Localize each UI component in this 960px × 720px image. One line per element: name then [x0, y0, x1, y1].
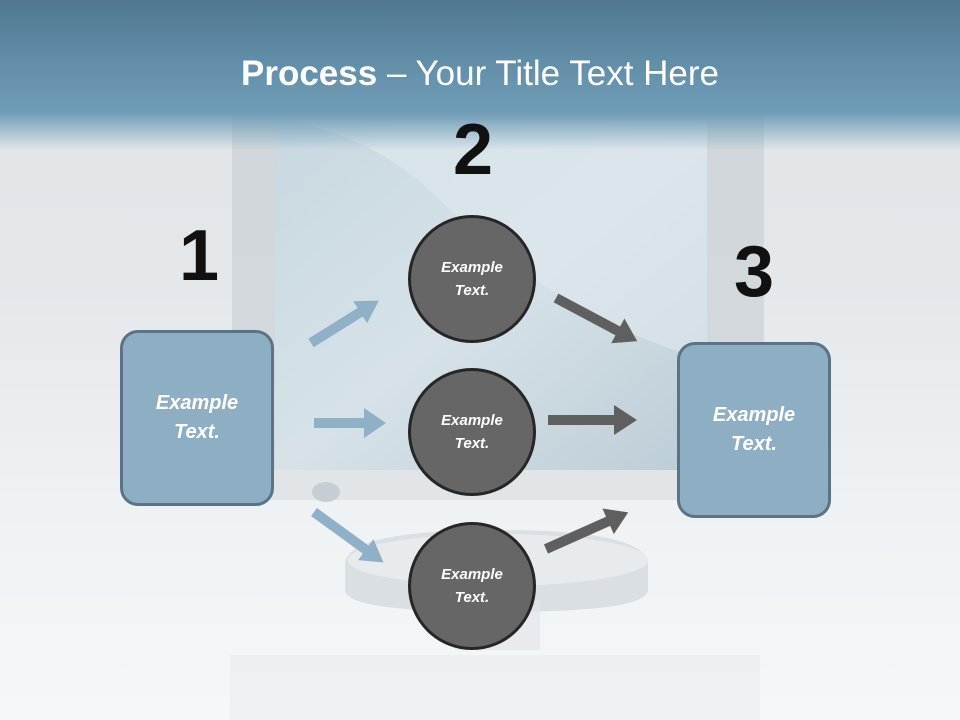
step-2-circle-bottom: Example Text.	[408, 522, 536, 650]
step-1-text: Example Text.	[155, 392, 239, 443]
step-3-box: Example Text.	[677, 342, 831, 518]
arrow-in-top	[308, 300, 379, 348]
step-2-circle-middle: Example Text.	[408, 368, 536, 496]
circle-bottom-text: Example Text.	[441, 566, 503, 606]
arrow-out-top	[553, 293, 638, 344]
title-banner	[0, 0, 960, 150]
slide-title: Process – Your Title Text Here	[0, 52, 960, 96]
circle-top-text: Example Text.	[441, 259, 503, 299]
title-rest: – Your Title Text Here	[377, 54, 719, 93]
step-number-1: 1	[178, 216, 220, 296]
arrow-out-middle	[548, 405, 637, 435]
arrow-out-bottom	[543, 508, 629, 554]
step-number-3: 3	[733, 232, 775, 312]
step-3-text: Example Text.	[712, 404, 796, 455]
step-1-box: Example Text.	[120, 330, 274, 506]
arrow-in-bottom	[311, 507, 384, 563]
step-2-circle-top: Example Text.	[408, 215, 536, 343]
arrow-in-middle	[314, 408, 386, 438]
step-number-2: 2	[452, 110, 494, 190]
title-bold: Process	[241, 54, 378, 93]
circle-middle-text: Example Text.	[441, 412, 503, 452]
